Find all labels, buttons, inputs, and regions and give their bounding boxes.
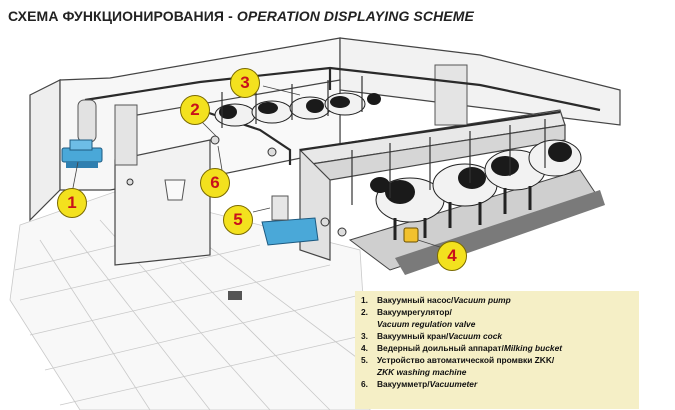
legend-ru: Ведерный доильный аппарат/ [377,343,504,353]
title-en: OPERATION DISPLAYING SCHEME [236,8,474,24]
marker-1: 1 [57,188,87,218]
marker-4: 4 [437,241,467,271]
legend-num: 2. [361,307,368,317]
sink [164,179,186,201]
door-right [434,64,468,126]
legend-num: 1. [361,295,368,305]
legend-en: Vacuumeter [429,379,478,389]
legend-en: Milking bucket [503,343,563,353]
vacuum-pump-unit [61,139,103,168]
legend-item-1: 1. Вакуумный насос/Vacuum pump [361,294,633,306]
legend-num: 5. [361,355,368,365]
legend-item-5: 5. Устройство автоматической промвки ZKK… [361,354,633,366]
title-ru: СХЕМА ФУНКЦИОНИРОВАНИЯ [8,8,225,24]
cows-front-row [370,139,582,240]
legend-item-6: 6. Вакуумметр/Vacuumeter [361,378,633,390]
legend-num: 3. [361,331,368,341]
legend-ru: Вакуумрегулятор/ [377,307,452,317]
title-separator: - [228,8,233,24]
legend-cont: Vacuum regulation valve [377,319,476,329]
wall-fittings [126,135,347,237]
floor [9,189,371,410]
legend-num: 6. [361,379,368,389]
milking-bucket [403,227,419,243]
legend-ru: Вакуумный насос/ [377,295,454,305]
marker-2: 2 [180,95,210,125]
partition-wall [299,109,566,261]
legend-ru: Вакуумметр/ [377,379,430,389]
stanchions-back [221,76,363,128]
washing-machine [261,195,319,246]
cows-back-row [214,92,381,127]
legend-box: 1. Вакуумный насос/Vacuum pump 2. Вакуум… [355,291,639,409]
marker-5: 5 [223,205,253,235]
marker-6: 6 [200,168,230,198]
legend-ru: Устройство автоматической промвки ZKK/ [377,355,555,365]
page-title: СХЕМА ФУНКЦИОНИРОВАНИЯ-OPERATION DISPLAY… [8,8,474,24]
floor-drain [228,291,242,300]
legend-ru: Вакуумный кран/ [377,331,449,341]
legend-en: Vacuum pump [453,295,511,305]
legend-item-2: 2. Вакуумрегулятор/ [361,306,633,318]
legend-item-3: 3. Вакуумный кран/Vacuum cock [361,330,633,342]
legend-en: Vacuum cock [448,331,503,341]
stanchions-front [351,119,546,205]
legend-num: 4. [361,343,368,353]
legend-cont: ZKK washing machine [377,367,467,377]
legend-item-4: 4. Ведерный доильный аппарат/Milking buc… [361,342,633,354]
vacuum-tank [77,99,97,143]
marker-3: 3 [230,68,260,98]
door-left [114,104,138,166]
